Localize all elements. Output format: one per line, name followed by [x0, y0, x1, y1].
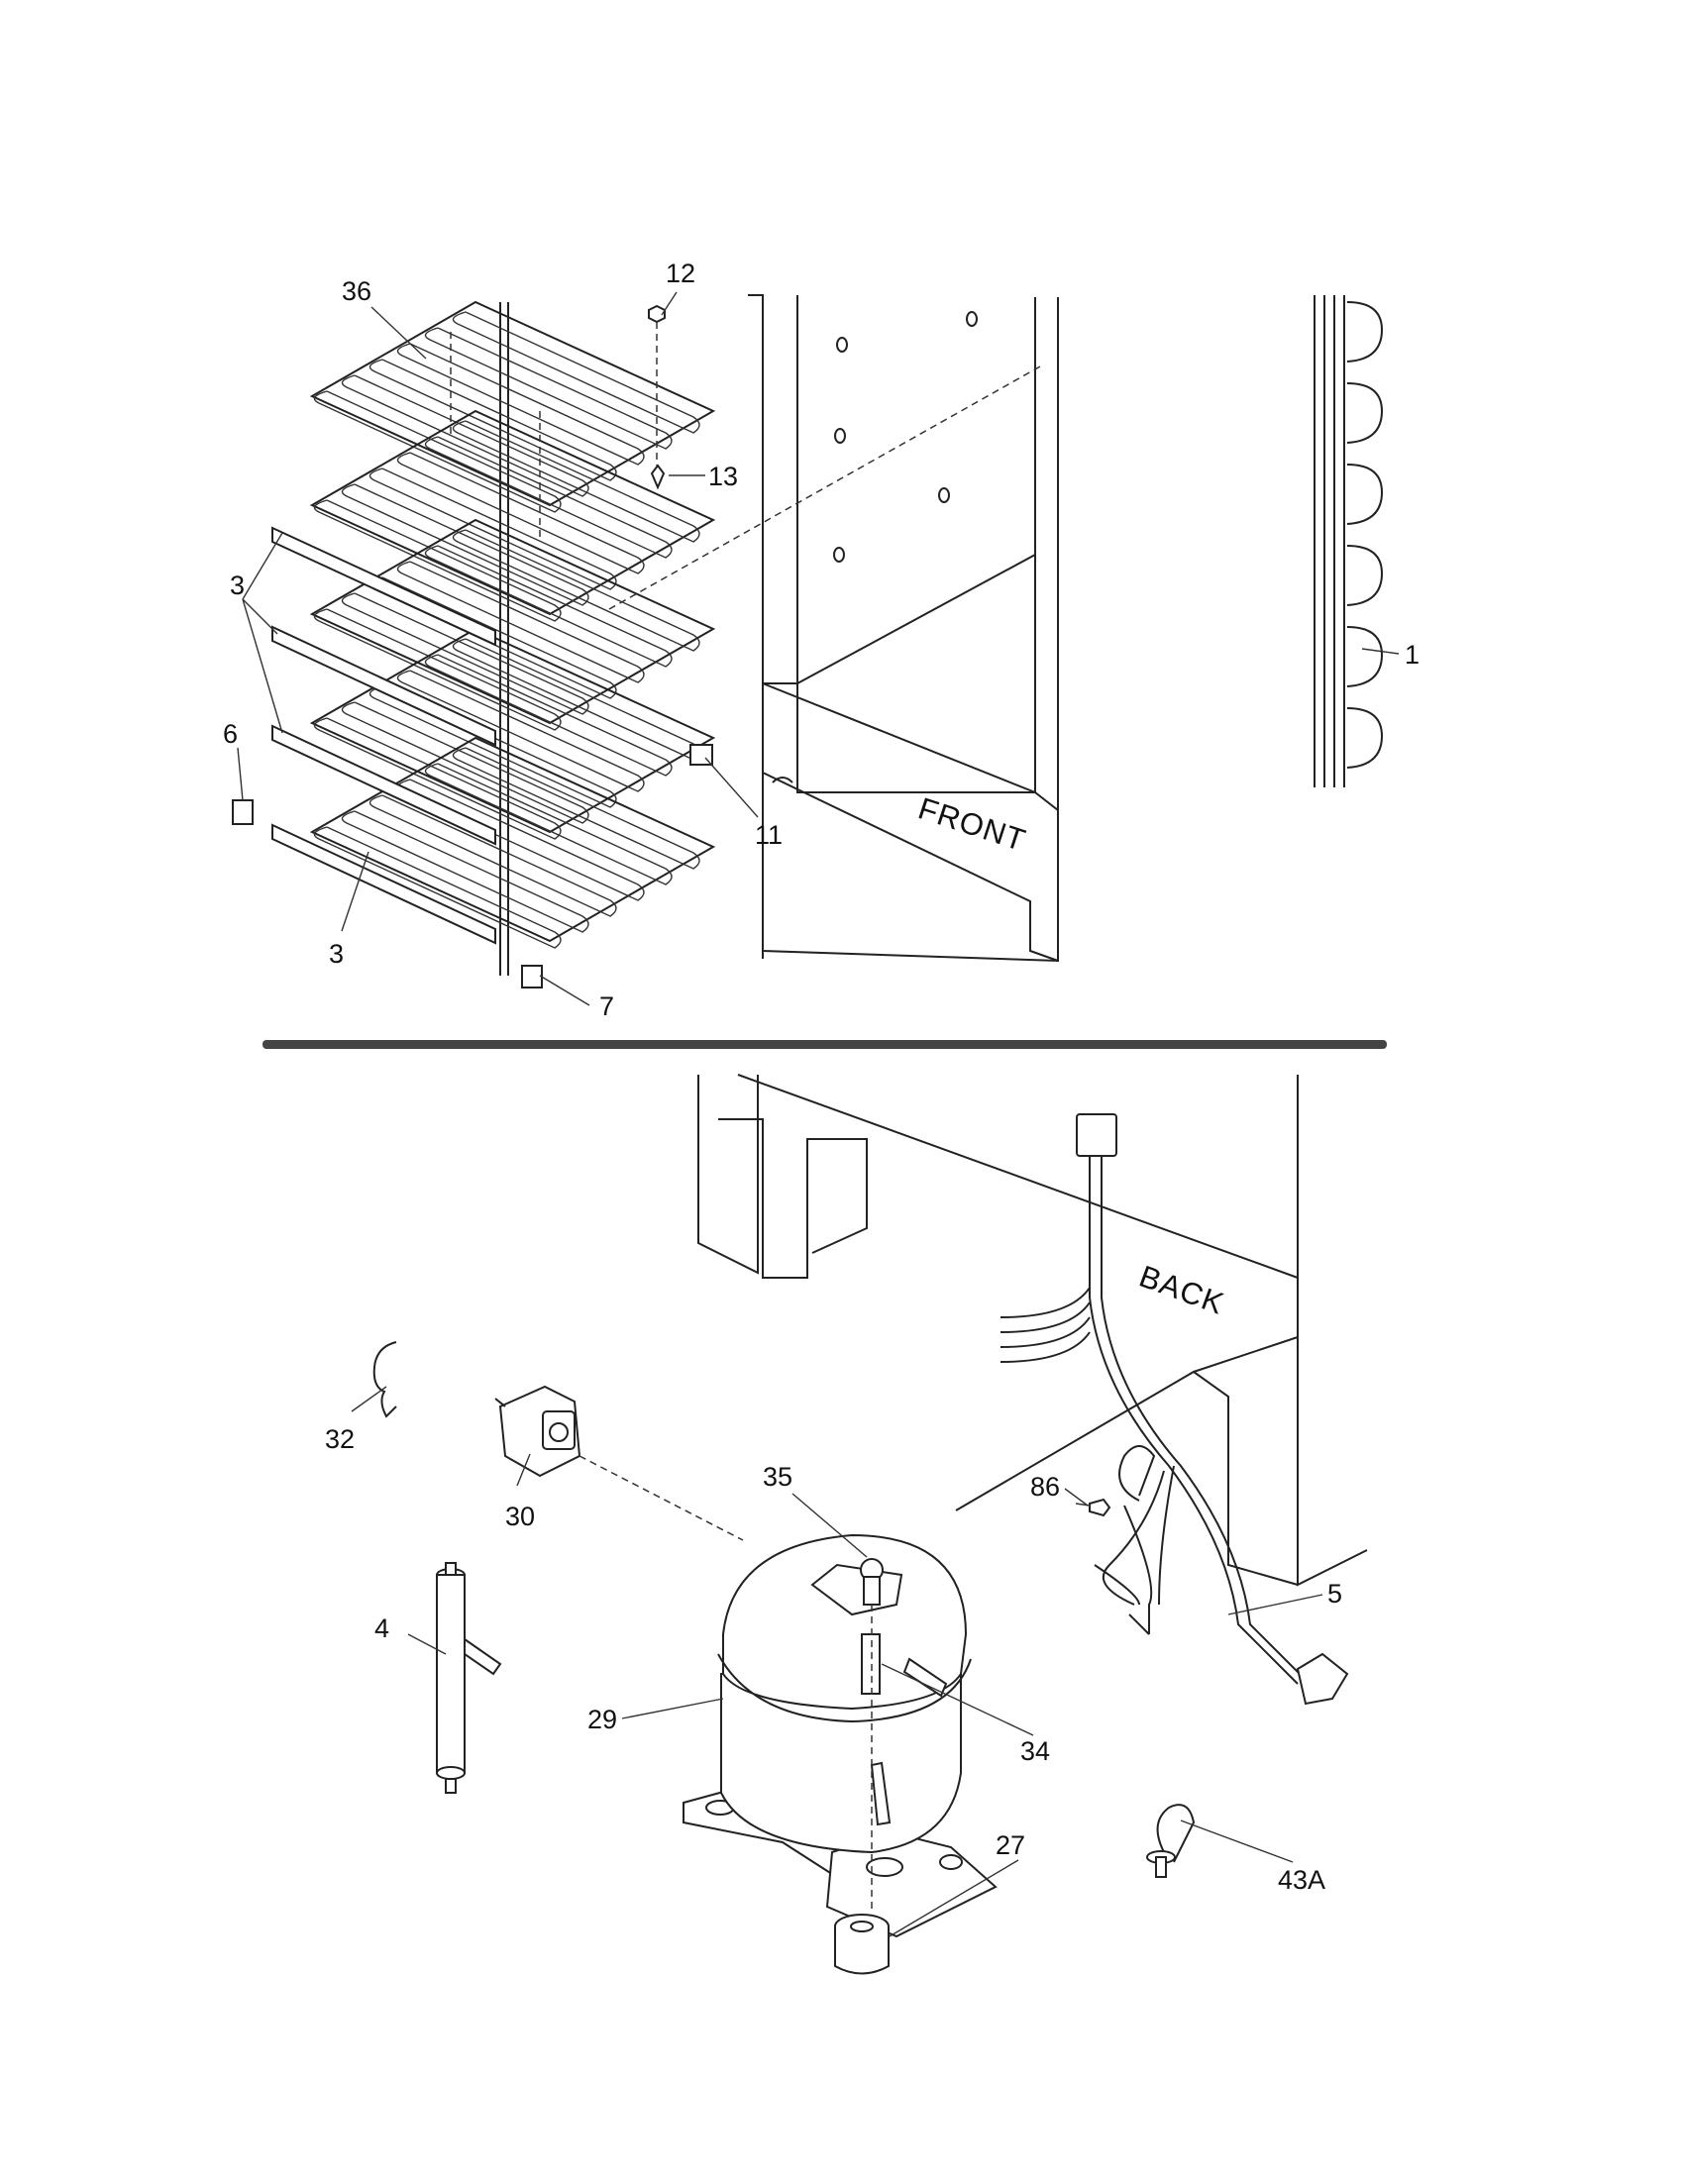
ground-screw-86	[1089, 1498, 1111, 1517]
label-3-lower: 3	[329, 939, 344, 969]
relay-30	[494, 1385, 581, 1478]
label-32: 32	[325, 1424, 355, 1454]
label-86: 86	[1030, 1472, 1060, 1502]
power-cord-assembly	[1000, 1113, 1349, 1706]
grommet-27	[834, 1914, 890, 1975]
label-34: 34	[1020, 1736, 1050, 1766]
cabinet-liner	[608, 294, 1059, 963]
condenser-loop	[1346, 626, 1384, 687]
clamp-43a	[1146, 1804, 1196, 1878]
label-13: 13	[708, 462, 738, 491]
condenser-loop	[1346, 464, 1384, 525]
evaporator-shelf	[309, 409, 716, 622]
back-label: BACK	[1135, 1259, 1229, 1321]
label-12: 12	[666, 259, 695, 288]
drier-4	[436, 1562, 502, 1794]
nut-12	[648, 304, 666, 324]
condenser-coil	[1314, 295, 1384, 787]
front-label: FRONT	[914, 790, 1030, 858]
section-divider	[263, 1040, 1387, 1049]
label-30: 30	[505, 1502, 535, 1531]
label-7: 7	[599, 991, 614, 1021]
label-27: 27	[996, 1830, 1025, 1860]
condenser-loop	[1346, 301, 1384, 363]
label-4: 4	[374, 1613, 389, 1643]
condenser-loop	[1346, 382, 1384, 444]
screw-13	[650, 464, 666, 490]
label-29: 29	[587, 1705, 617, 1734]
evaporator-shelf	[309, 627, 716, 840]
compressor-29	[683, 1533, 998, 1938]
cabinet-bottom-rear	[697, 1074, 1368, 1587]
label-36: 36	[342, 276, 371, 306]
label-11: 11	[755, 820, 783, 850]
label-1: 1	[1405, 640, 1420, 670]
label-6: 6	[223, 719, 238, 749]
label-43a: 43A	[1278, 1865, 1325, 1895]
evaporator-shelf	[309, 736, 716, 949]
wire-32	[372, 1341, 397, 1418]
clip-7	[521, 965, 543, 988]
leader-lines	[237, 291, 1400, 1937]
label-35: 35	[763, 1462, 792, 1492]
label-5: 5	[1327, 1579, 1342, 1609]
evaporator-shelf-assembly	[232, 300, 716, 988]
label-3-upper: 3	[230, 571, 245, 600]
clip-6	[232, 799, 254, 825]
evaporator-shelf	[309, 300, 716, 513]
condenser-loop	[1346, 707, 1384, 769]
condenser-loop	[1346, 545, 1384, 606]
